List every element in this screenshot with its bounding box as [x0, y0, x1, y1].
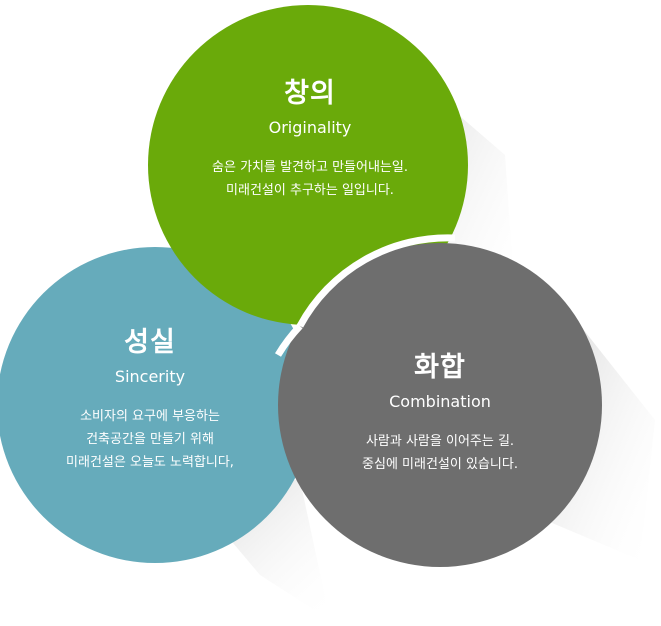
- harmony-label-group: 화합 Combination 사람과 사람을 이어주는 길. 중심에 미래건설이…: [290, 352, 590, 476]
- sincerity-subtitle: Sincerity: [114, 367, 186, 386]
- creativity-circle: [148, 5, 468, 325]
- sincerity-label-group: 성실 Sincerity 소비자의 요구에 부응하는 건축공간을 만들기 위해 …: [0, 327, 300, 474]
- overlap-separator-left: [274, 323, 303, 357]
- harmony-line: 사람과 사람을 이어주는 길.: [365, 434, 515, 449]
- sincerity-title: 성실: [124, 327, 176, 358]
- overlap-separator: [296, 234, 456, 328]
- harmony-title: 화합: [414, 352, 466, 383]
- creativity-label-group: 창의 Originality 숨은 가치를 발견하고 만들어내는일. 미래건설이…: [160, 78, 460, 202]
- creativity-title: 창의: [284, 78, 336, 109]
- sincerity-line: 소비자의 요구에 부응하는: [80, 409, 220, 424]
- harmony-subtitle: Combination: [389, 392, 491, 411]
- creativity-description: 숨은 가치를 발견하고 만들어내는일. 미래건설이 추구하는 일입니다.: [160, 156, 460, 202]
- harmony-line: 중심에 미래건설이 있습니다.: [362, 457, 518, 472]
- harmony-circle: [278, 243, 602, 567]
- sincerity-circle: [0, 247, 313, 563]
- creativity-subtitle: Originality: [268, 118, 352, 137]
- sincerity-line: 건축공간을 만들기 위해: [86, 432, 214, 447]
- harmony-description: 사람과 사람을 이어주는 길. 중심에 미래건설이 있습니다.: [290, 430, 590, 476]
- creativity-line: 미래건설이 추구하는 일입니다.: [226, 183, 394, 198]
- creativity-line: 숨은 가치를 발견하고 만들어내는일.: [212, 160, 408, 175]
- sincerity-description: 소비자의 요구에 부응하는 건축공간을 만들기 위해 미래건설은 오늘도 노력합…: [0, 405, 300, 474]
- sincerity-line: 미래건설은 오늘도 노력합니다,: [66, 455, 234, 470]
